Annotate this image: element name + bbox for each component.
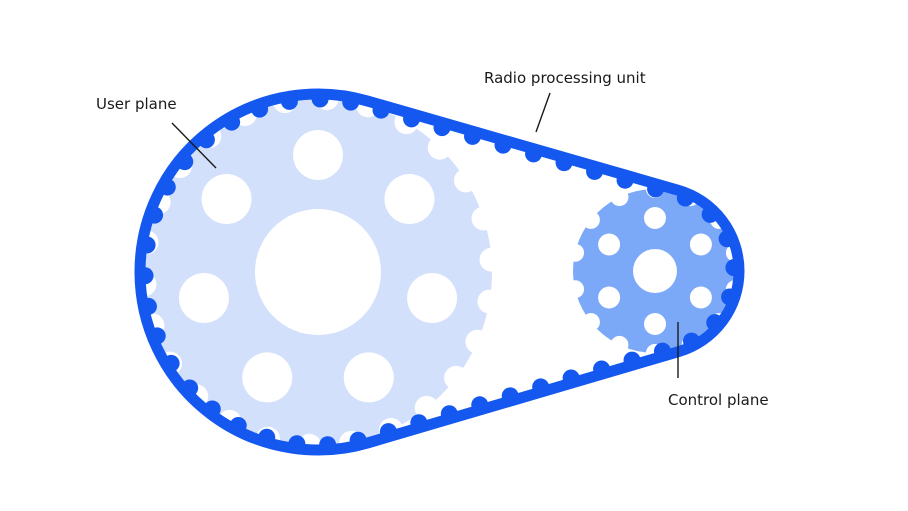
belt-tooth	[258, 428, 276, 446]
radio-processing-unit-leader-line	[535, 92, 551, 133]
belt-tooth	[676, 189, 694, 207]
small-gear-hole	[598, 233, 621, 256]
belt-tooth	[288, 435, 306, 453]
small-gear-notch	[610, 335, 629, 354]
large-gear-hole	[407, 273, 458, 324]
radio-processing-unit-belt	[134, 88, 745, 456]
belt-tooth	[525, 145, 543, 163]
belt-tooth	[403, 110, 421, 128]
large-gear-notch	[414, 395, 439, 420]
belt-tooth	[410, 414, 428, 432]
belt-tooth	[682, 332, 700, 350]
large-gear-hole	[343, 352, 394, 403]
belt-tooth	[158, 178, 176, 196]
large-gear-hole	[201, 174, 252, 225]
belt-tooth	[139, 297, 157, 315]
user-plane-label: User plane	[96, 95, 177, 113]
belt-tooth	[311, 90, 329, 108]
large-gear-notch	[427, 135, 452, 160]
user-plane-gear	[132, 86, 504, 458]
large-gear-hole	[293, 130, 343, 180]
belt-tooth	[176, 153, 194, 171]
large-gear-notch	[479, 247, 504, 272]
large-gear-hole	[178, 273, 229, 324]
belt-tooth	[319, 436, 337, 454]
belt-tooth	[162, 354, 180, 372]
control-plane-label: Control plane	[668, 391, 769, 409]
belt-tooth	[349, 431, 367, 449]
belt-tooth	[280, 92, 298, 110]
large-gear-notch	[477, 289, 502, 314]
large-gear-hub	[255, 209, 381, 335]
belt-tooth	[148, 327, 166, 345]
small-gear-notch	[610, 188, 629, 207]
large-gear-notch	[465, 329, 490, 354]
belt-tooth	[433, 119, 451, 137]
small-gear-hole	[644, 207, 666, 229]
small-gear-hub	[633, 249, 677, 293]
belt-tooth	[229, 417, 247, 435]
belt-tooth	[706, 314, 724, 332]
belt-tooth	[725, 259, 743, 277]
small-gear-hole	[598, 286, 621, 309]
belt-tooth	[586, 162, 604, 180]
belt-tooth	[146, 206, 164, 224]
belt-tooth	[223, 113, 241, 131]
belt-tooth	[440, 405, 458, 423]
small-gear-notch	[566, 280, 585, 299]
belt-tooth	[342, 93, 360, 111]
belt-tooth	[251, 100, 269, 118]
belt-tooth	[532, 378, 550, 396]
belt-tooth	[653, 342, 671, 360]
belt-tooth	[616, 171, 634, 189]
small-gear-notch	[581, 210, 600, 229]
belt-tooth	[136, 267, 154, 285]
small-gear-hole	[689, 286, 712, 309]
belt-tooth	[701, 205, 719, 223]
belt-tooth	[555, 154, 573, 172]
belt-tooth	[718, 230, 736, 248]
belt-tooth	[623, 351, 641, 369]
large-gear-hole	[384, 174, 435, 225]
belt-tooth	[501, 387, 519, 405]
large-gear-notch	[444, 365, 469, 390]
large-gear-notch	[453, 168, 478, 193]
large-gear-hole	[242, 352, 293, 403]
belt-tooth	[138, 236, 156, 254]
belt-tooth	[372, 101, 390, 119]
belt-tooth	[647, 180, 665, 198]
radio-processing-unit-label: Radio processing unit	[484, 69, 646, 87]
belt-tooth	[721, 288, 739, 306]
belt-tooth	[181, 379, 199, 397]
small-gear-notch	[581, 313, 600, 332]
belt-tooth	[494, 136, 512, 154]
belt-tooth	[471, 396, 489, 414]
belt-tooth	[379, 423, 397, 441]
small-gear-hole	[644, 313, 666, 335]
belt-tooth	[562, 369, 580, 387]
small-gear-notch	[566, 243, 585, 262]
belt-tooth	[593, 360, 611, 378]
belt-tooth	[464, 127, 482, 145]
small-gear-hole	[689, 233, 712, 256]
user-plane-leader-line	[171, 122, 217, 169]
belt-tooth	[203, 400, 221, 418]
large-gear-notch	[471, 206, 496, 231]
belt-tooth	[197, 131, 215, 149]
